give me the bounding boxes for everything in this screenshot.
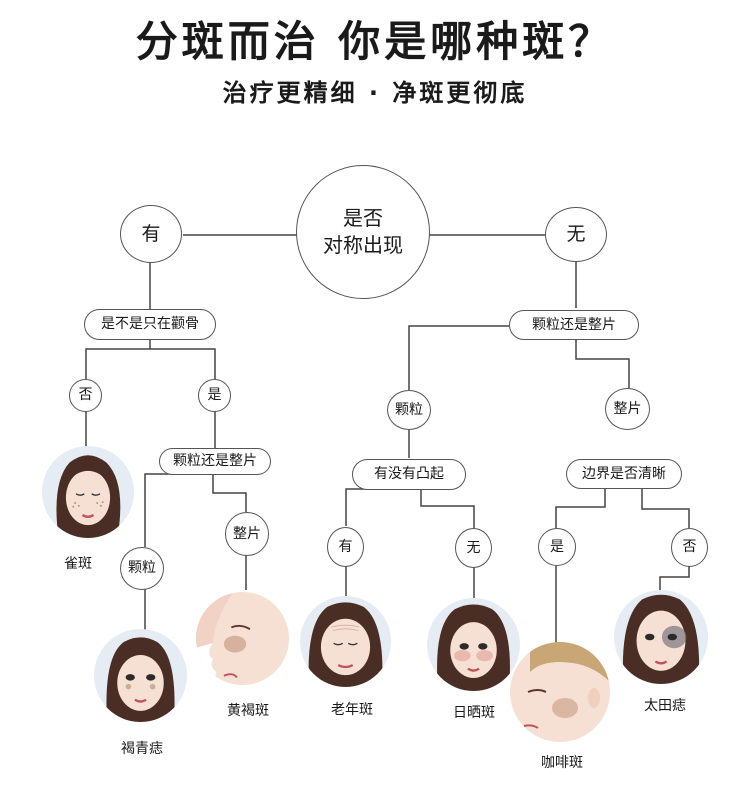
page-subtitle: 治疗更精细 · 净斑更彻底 bbox=[222, 79, 528, 107]
caption-chloasma: 黄褐斑 bbox=[227, 703, 269, 719]
sunspot-face-illustration bbox=[427, 598, 520, 691]
question-grain-or-patch-left: 颗粒还是整片 bbox=[159, 448, 271, 475]
question-grain-or-patch-right: 颗粒还是整片 bbox=[509, 310, 639, 340]
caption-senile-plaque: 老年斑 bbox=[331, 702, 373, 718]
hori-nevus-face-illustration bbox=[94, 629, 187, 722]
node-cheek-yes: 是 bbox=[198, 379, 231, 412]
question-border-clear: 边界是否清晰 bbox=[566, 459, 682, 489]
caption-freckle: 雀斑 bbox=[64, 556, 92, 572]
node-border-yes: 是 bbox=[538, 528, 576, 566]
node-patch-right: 整片 bbox=[605, 388, 650, 430]
node-no: 无 bbox=[545, 207, 607, 262]
caption-cafe-au-lait: 咖啡斑 bbox=[541, 755, 583, 771]
caption-sunspot: 日晒斑 bbox=[453, 705, 495, 721]
node-border-no: 否 bbox=[671, 528, 708, 567]
node-grain-left: 颗粒 bbox=[120, 547, 164, 590]
senile-plaque-face-illustration bbox=[300, 596, 391, 687]
node-patch-left: 整片 bbox=[225, 512, 269, 556]
node-cheek-no: 否 bbox=[69, 379, 102, 412]
freckle-face-illustration bbox=[42, 446, 134, 538]
cafe-au-lait-face-illustration bbox=[510, 642, 610, 742]
page-title: 分斑而治 你是哪种斑？ bbox=[135, 17, 615, 66]
node-grain-right: 颗粒 bbox=[387, 390, 431, 430]
question-raised: 有没有凸起 bbox=[352, 459, 466, 490]
chloasma-face-illustration bbox=[196, 592, 289, 685]
node-yes: 有 bbox=[120, 205, 182, 263]
nevus-of-ota-face-illustration bbox=[614, 590, 708, 684]
question-cheekbone: 是不是只在颧骨 bbox=[84, 309, 216, 340]
node-raised-yes: 有 bbox=[327, 527, 364, 567]
node-raised-no: 无 bbox=[455, 528, 492, 568]
caption-hori-nevus: 褐青痣 bbox=[121, 741, 163, 757]
caption-nevus-of-ota: 太田痣 bbox=[644, 698, 686, 714]
root-question-symmetry: 是否 对称出现 bbox=[296, 165, 430, 299]
